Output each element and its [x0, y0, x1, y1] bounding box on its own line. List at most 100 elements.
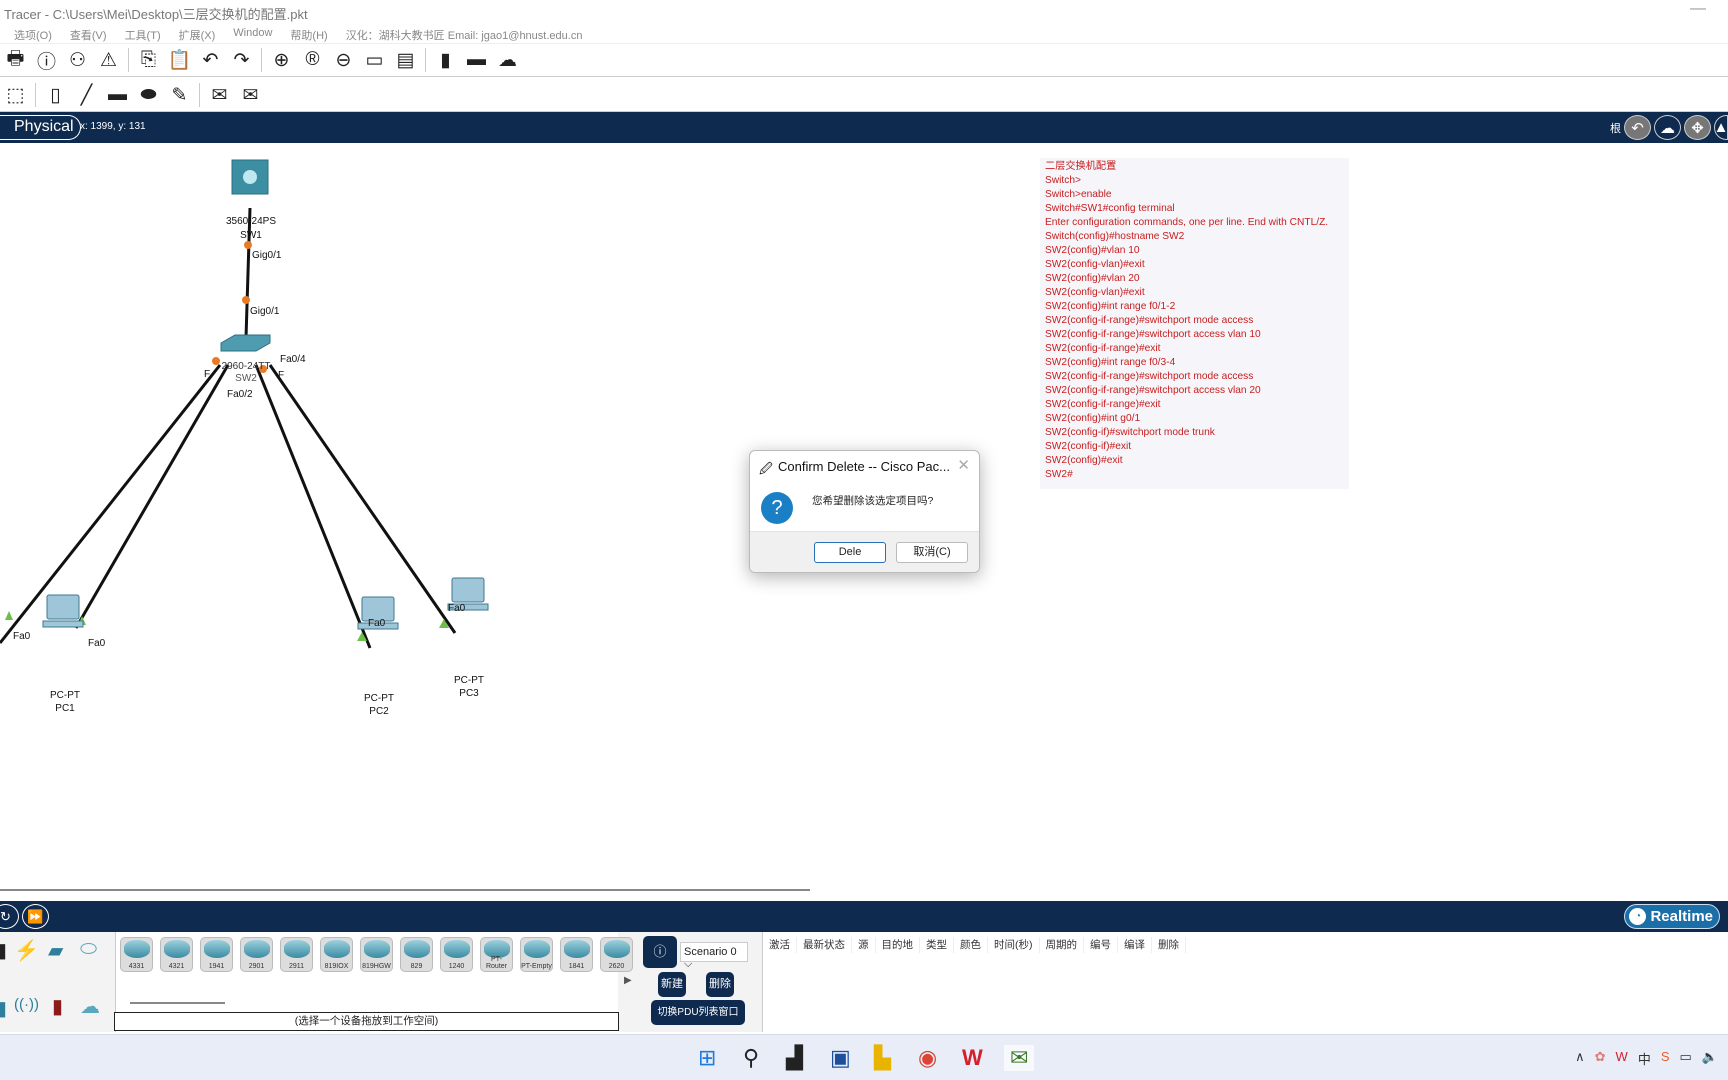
delete-button[interactable]: Dele: [814, 542, 886, 563]
device-tile[interactable]: 1240: [440, 937, 473, 972]
device-template-icon[interactable]: ▬: [467, 49, 486, 70]
switch-category-icon[interactable]: ▮: [0, 998, 8, 1020]
port-label: Fa0: [448, 603, 466, 614]
freeform-icon[interactable]: ✎: [171, 84, 188, 106]
zoom-in-icon[interactable]: ⊕: [273, 49, 290, 71]
security-category-icon[interactable]: ▮: [52, 996, 64, 1018]
realtime-mode-button[interactable]: ◔ Realtime: [1624, 904, 1720, 929]
device-tile[interactable]: 4321: [160, 937, 193, 972]
device-tile[interactable]: 819IOX: [320, 937, 353, 972]
pdu-column-header: 激活: [763, 937, 797, 953]
end-devices-category-icon[interactable]: ▮: [0, 940, 8, 962]
paste-icon[interactable]: 📋: [167, 50, 192, 71]
note-icon[interactable]: ▯: [50, 84, 61, 106]
custom-device-icon[interactable]: ▮: [440, 49, 451, 71]
network-devices-category-icon[interactable]: ⬭: [80, 938, 98, 960]
port-label: Fa0: [368, 618, 386, 629]
window-icon[interactable]: ▭: [365, 49, 384, 71]
copy-icon[interactable]: ⎘: [140, 49, 157, 70]
palette-icon[interactable]: ▤: [396, 49, 415, 71]
rectangle-icon[interactable]: ▬: [108, 84, 127, 105]
canvas-scrollbar[interactable]: [0, 889, 810, 891]
complex-pdu-icon[interactable]: ✉: [242, 84, 259, 106]
undo-icon[interactable]: ↶: [202, 49, 219, 71]
line-icon[interactable]: ╱: [80, 84, 93, 106]
fast-forward-icon[interactable]: ⏩: [22, 904, 49, 929]
wps-icon[interactable]: W: [962, 1045, 983, 1070]
print-icon[interactable]: 🖶: [6, 48, 25, 69]
start-icon[interactable]: ⊞: [698, 1045, 717, 1070]
cancel-button[interactable]: 取消(C): [896, 542, 968, 563]
redo-icon[interactable]: ↷: [233, 49, 250, 71]
back-icon[interactable]: ↶: [1624, 115, 1651, 140]
workspace-canvas[interactable]: 3560-24PS SW1 2960-24TT SW2 Gig0/1 Gig0/…: [0, 143, 1728, 883]
menu-window[interactable]: Window: [233, 27, 273, 39]
device-tile[interactable]: PT-Router: [480, 937, 513, 972]
connections-category-icon[interactable]: ⚡: [14, 940, 39, 962]
network-wizard-icon[interactable]: ⚇: [68, 49, 87, 71]
tray-overflow-icon[interactable]: ∧: [1575, 1049, 1585, 1064]
tray-app-icon[interactable]: ✿: [1594, 1049, 1606, 1064]
network-icon[interactable]: ▭: [1679, 1049, 1692, 1064]
simple-pdu-icon[interactable]: ✉: [211, 84, 228, 106]
menu-tools[interactable]: 工具(T): [124, 30, 161, 42]
tray-wps-icon[interactable]: W: [1615, 1049, 1628, 1064]
config-line: SW2(config-vlan)#exit: [1045, 287, 1145, 298]
file-explorer-icon[interactable]: ▙: [874, 1045, 891, 1070]
scenario-select[interactable]: Scenario 0 ⌵: [680, 942, 748, 970]
wan-category-icon[interactable]: ☁: [80, 996, 100, 1018]
packet-tracer-taskbar-icon[interactable]: ✉: [1004, 1045, 1035, 1071]
pdu-column-header: 时间(秒): [988, 937, 1040, 953]
close-icon[interactable]: ✕: [957, 457, 970, 474]
power-cycle-icon[interactable]: ↻: [0, 904, 19, 929]
components-category-icon[interactable]: ▰: [48, 940, 64, 962]
config-line: SW2(config)#vlan 10: [1045, 245, 1140, 256]
device-tile[interactable]: 819HGW: [360, 937, 393, 972]
volume-icon[interactable]: 🔈: [1701, 1049, 1718, 1064]
menu-extensions[interactable]: 扩展(X): [178, 30, 216, 42]
delete-scenario-button[interactable]: 删除: [706, 972, 734, 997]
search-icon[interactable]: ⚲: [743, 1045, 760, 1070]
device-tile[interactable]: PT-Empty: [520, 937, 553, 972]
device-tile[interactable]: 2901: [240, 937, 273, 972]
info-icon[interactable]: ⓘ: [36, 51, 56, 73]
set-background-icon[interactable]: ▲: [1714, 115, 1728, 140]
device-tile[interactable]: 1841: [560, 937, 593, 972]
ellipse-icon[interactable]: ⬬: [140, 84, 157, 105]
select-icon[interactable]: ⬚: [6, 84, 25, 106]
config-line: SW2#: [1045, 469, 1073, 480]
device-list-scrollbar[interactable]: [130, 1002, 225, 1004]
device-tile[interactable]: 2620: [600, 937, 633, 972]
device-tile[interactable]: 4331: [120, 937, 153, 972]
new-cluster-icon[interactable]: ☁: [1654, 115, 1681, 140]
pdu-column-header: 最新状态: [797, 937, 852, 953]
zoom-out-icon[interactable]: ⊖: [335, 49, 352, 71]
chrome-icon[interactable]: ◉: [918, 1045, 938, 1070]
sogou-icon[interactable]: S: [1660, 1049, 1670, 1064]
toggle-pdu-list-button[interactable]: 切换PDU列表窗口: [651, 1000, 745, 1025]
expand-arrow-icon[interactable]: ▶: [624, 975, 632, 986]
move-object-icon[interactable]: ✥: [1684, 115, 1711, 140]
device-tile[interactable]: 829: [400, 937, 433, 972]
store-icon[interactable]: ▣: [830, 1045, 851, 1070]
scenario-selected: Scenario 0: [684, 946, 737, 958]
task-view-icon[interactable]: ▟: [786, 1045, 803, 1070]
pdu-column-header: 编译: [1118, 937, 1152, 953]
ime-icon[interactable]: 中: [1637, 1052, 1651, 1067]
minimize-button[interactable]: —: [1690, 0, 1706, 17]
root-label[interactable]: 根: [1610, 122, 1621, 135]
zoom-reset-icon[interactable]: ®: [305, 49, 320, 70]
cloud-image-icon[interactable]: ☁: [498, 49, 517, 71]
wireless-category-icon[interactable]: ((·)): [14, 996, 39, 1013]
scenario-info-button[interactable]: ⓘ: [643, 936, 677, 968]
activity-wizard-icon[interactable]: ⚠: [99, 49, 118, 71]
menu-options[interactable]: 选项(O): [14, 30, 52, 42]
new-scenario-button[interactable]: 新建: [658, 972, 686, 997]
device-tile[interactable]: 1941: [200, 937, 233, 972]
menu-help[interactable]: 帮助(H): [290, 30, 328, 42]
physical-tab[interactable]: Physical: [0, 115, 81, 140]
device-tile[interactable]: 2911: [280, 937, 313, 972]
topology-links: [0, 159, 489, 649]
menu-view[interactable]: 查看(V): [69, 30, 107, 42]
